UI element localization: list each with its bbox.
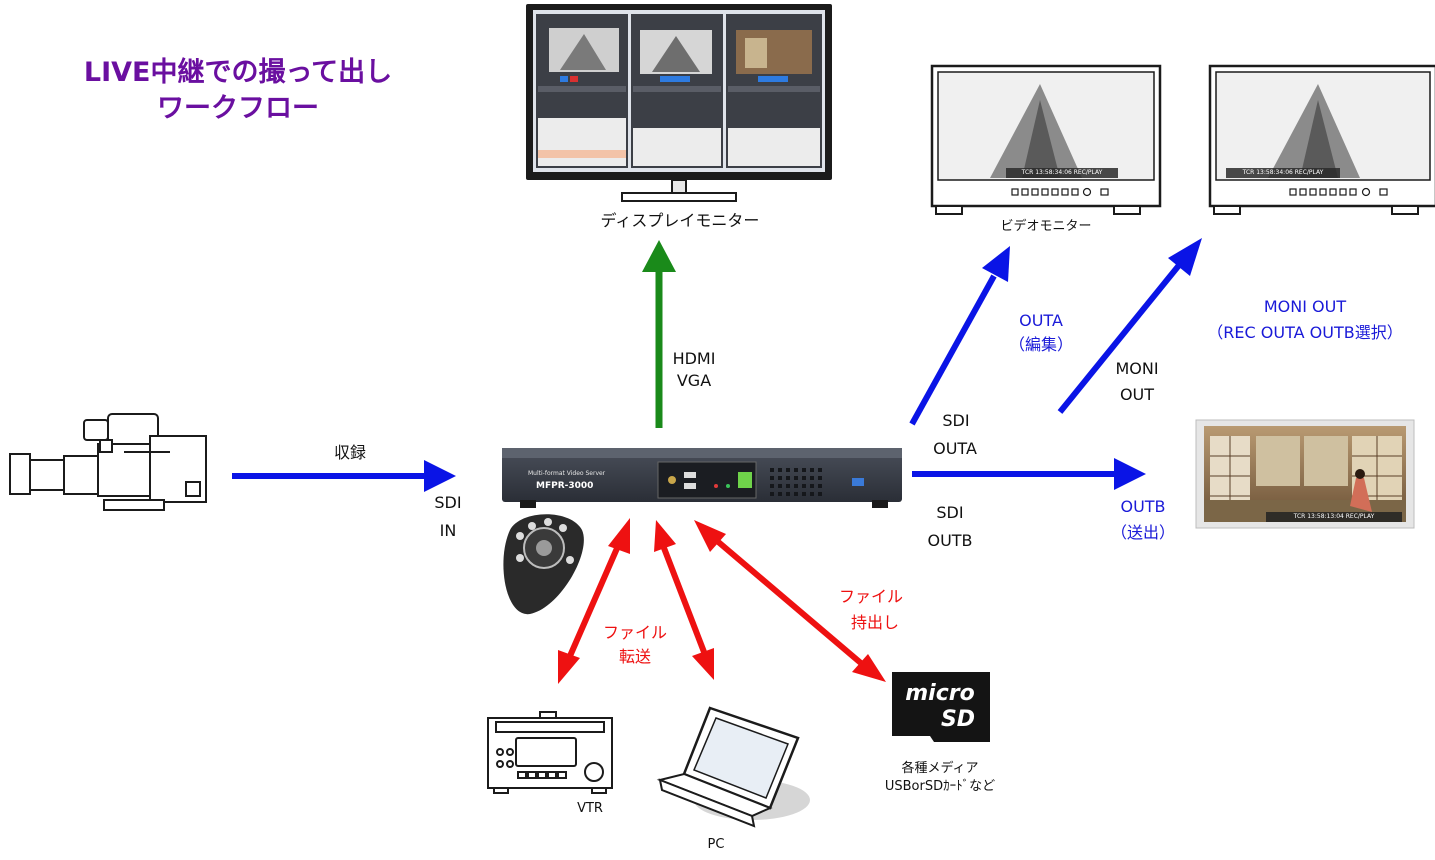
video-monitor-timecode: TCR 13:58:34:06 REC/PLAY bbox=[1021, 169, 1103, 176]
server-brand-text: Multi-format Video Server bbox=[528, 470, 606, 477]
video-camera-icon bbox=[9, 413, 207, 511]
record-label: 収録 bbox=[333, 443, 366, 462]
microsd-card-icon: micro SD bbox=[892, 672, 990, 742]
arrow-hdmi-vga bbox=[642, 240, 676, 428]
pc-label: PC bbox=[707, 837, 725, 852]
display-monitor-icon bbox=[526, 4, 832, 202]
media-label-1: 各種メディア bbox=[901, 761, 979, 776]
vtr-icon bbox=[487, 711, 613, 794]
server-model-text: MFPR-3000 bbox=[536, 481, 594, 491]
hdmi-label: HDMI bbox=[672, 349, 716, 368]
sdi-outa-label-2: OUTA bbox=[933, 439, 977, 458]
arrow-file-transfer-pc bbox=[654, 520, 714, 680]
moni-out-label-1: MONI bbox=[1115, 359, 1159, 378]
arrow-file-transfer-vtr bbox=[558, 518, 630, 684]
vtr-label: VTR bbox=[577, 801, 603, 816]
video-monitor-icon bbox=[930, 64, 1162, 215]
display-monitor-label: ディスプレイモニター bbox=[600, 211, 760, 230]
sdi-in-label-1: SDI bbox=[434, 493, 462, 512]
file-export-label-2: 持出し bbox=[850, 613, 899, 632]
arrow-outa bbox=[909, 246, 1010, 426]
file-export-label-1: ファイル bbox=[838, 587, 903, 606]
diagram-title-line2: ワークフロー bbox=[157, 93, 319, 124]
laptop-pc-icon bbox=[656, 706, 810, 828]
outa-edit-label-2: （編集） bbox=[1008, 335, 1073, 354]
moni-out-label-2: OUT bbox=[1119, 385, 1155, 404]
video-monitor-label: ビデオモニター bbox=[1000, 219, 1092, 234]
sdi-outb-label-1: SDI bbox=[936, 503, 964, 522]
file-transfer-label-1: ファイル bbox=[602, 623, 667, 642]
video-monitor-2-icon bbox=[1208, 64, 1435, 215]
outb-send-label-2: （送出） bbox=[1110, 523, 1175, 542]
microsd-logo-bottom: SD bbox=[941, 707, 975, 732]
video-server-icon bbox=[502, 448, 902, 508]
arrow-outb bbox=[912, 458, 1146, 490]
jog-shuttle-controller-icon bbox=[503, 514, 584, 615]
sdi-in-label-2: IN bbox=[439, 521, 457, 540]
media-label-2: USBorSDｶｰﾄﾞなど bbox=[884, 779, 996, 794]
output-screen-icon bbox=[1195, 419, 1415, 529]
vga-label: VGA bbox=[676, 371, 712, 390]
output-screen-timecode: TCR 13:58:13:04 REC/PLAY bbox=[1293, 513, 1375, 520]
outa-edit-label-1: OUTA bbox=[1019, 311, 1063, 330]
arrow-moni-out bbox=[1057, 238, 1202, 414]
video-monitor-2-timecode: TCR 13:58:34:06 REC/PLAY bbox=[1242, 169, 1324, 176]
microsd-logo-top: micro bbox=[905, 681, 974, 706]
outb-send-label-1: OUTB bbox=[1120, 497, 1166, 516]
arrow-record bbox=[232, 460, 456, 492]
arrow-file-export bbox=[694, 520, 886, 682]
file-transfer-label-2: 転送 bbox=[618, 647, 651, 666]
sdi-outb-label-2: OUTB bbox=[927, 531, 973, 550]
diagram-title-line1: LIVE中継での撮って出し bbox=[83, 57, 393, 88]
moni-out-select-label-1: MONI OUT bbox=[1263, 297, 1347, 316]
sdi-outa-label-1: SDI bbox=[942, 411, 970, 430]
moni-out-select-label-2: （REC OUTA OUTB選択） bbox=[1207, 323, 1403, 342]
